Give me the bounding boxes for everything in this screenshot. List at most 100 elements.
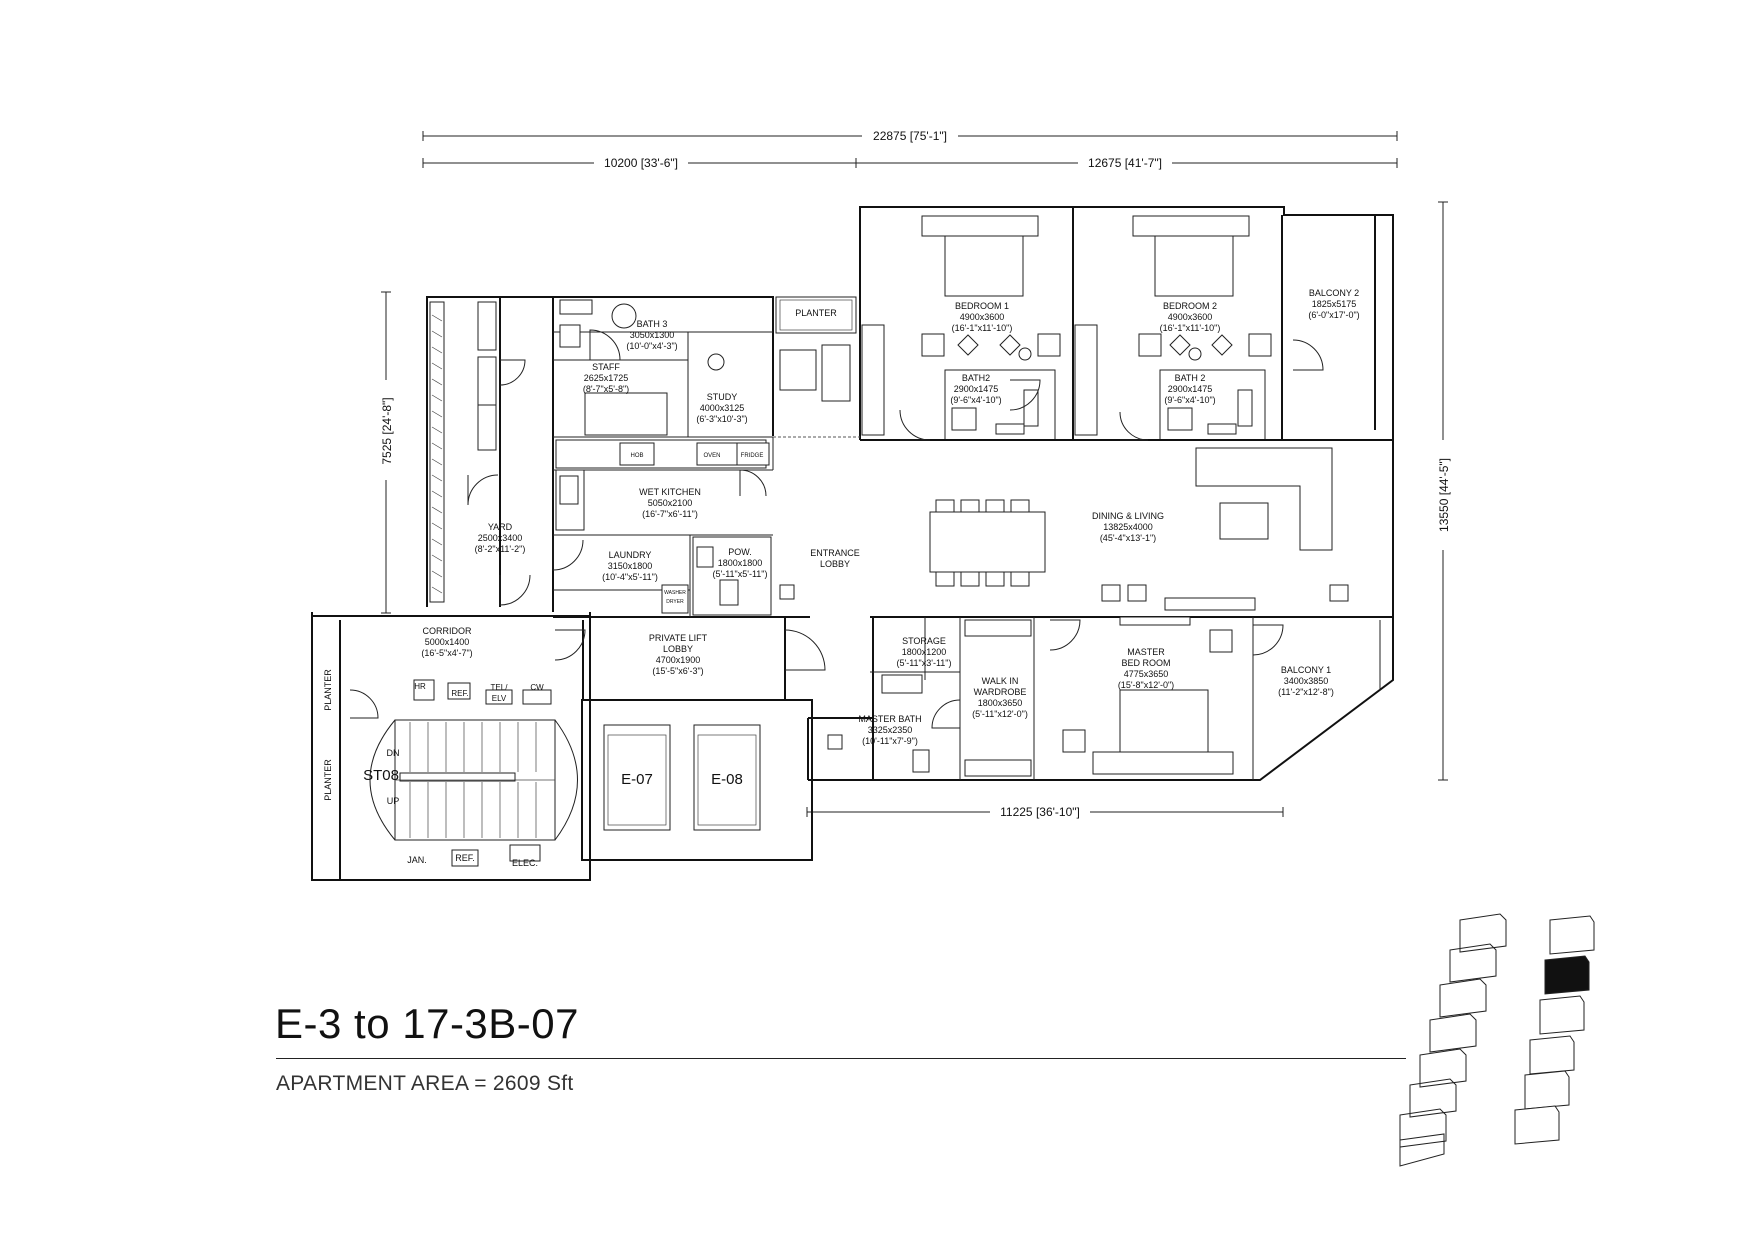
svg-text:2500x3400: 2500x3400 (478, 533, 523, 543)
svg-text:5000x1400: 5000x1400 (425, 637, 470, 647)
rack-mark (431, 506, 443, 514)
label-tel: TEL/ (491, 683, 509, 692)
svg-text:(9'-6"x4'-10"): (9'-6"x4'-10") (950, 395, 1001, 405)
svg-text:1825x5175: 1825x5175 (1312, 299, 1357, 309)
dim-total: 22875 [75'-1"] (873, 129, 947, 143)
key-plan-block (1399, 1108, 1447, 1148)
rack-mark (431, 362, 443, 370)
svg-text:1800x3650: 1800x3650 (978, 698, 1023, 708)
label-laundry: LAUNDRY (609, 550, 652, 560)
key-plan-block (1549, 915, 1595, 955)
doors (349, 329, 1324, 729)
svg-text:(9'-6"x4'-10"): (9'-6"x4'-10") (1164, 395, 1215, 405)
svg-text:2900x1475: 2900x1475 (1168, 384, 1213, 394)
rack-mark (431, 586, 443, 594)
stair-treads (409, 722, 537, 838)
svg-text:3050x1300: 3050x1300 (630, 330, 675, 340)
label-planter-top: PLANTER (795, 308, 837, 318)
key-plan-block (1524, 1070, 1570, 1110)
label-bedroom-2: BEDROOM 2 (1163, 301, 1217, 311)
label-bath-2-right: BATH 2 (1175, 373, 1206, 383)
label-cw: CW (530, 683, 544, 692)
svg-text:2625x1725: 2625x1725 (584, 373, 629, 383)
svg-text:4900x3600: 4900x3600 (960, 312, 1005, 322)
label-lift-e08: E-08 (711, 771, 743, 788)
svg-text:2900x1475: 2900x1475 (954, 384, 999, 394)
label-entrance-lobby: LOBBY (820, 559, 850, 569)
dim-height-left: 7525 [24'-8"] (380, 397, 394, 464)
label-lift-e07: E-07 (621, 771, 653, 788)
yard-shelves (429, 301, 497, 603)
svg-text:4775x3650: 4775x3650 (1124, 669, 1169, 679)
label-dn: DN (387, 748, 400, 758)
dim-height-right: 13550 [44'-5"] (1437, 458, 1451, 532)
rack-mark (431, 474, 443, 482)
svg-text:4900x3600: 4900x3600 (1168, 312, 1213, 322)
rack-mark (431, 458, 443, 466)
label-pow: POW. (728, 547, 752, 557)
label-bath-2-left: BATH2 (962, 373, 990, 383)
svg-text:1800x1200: 1800x1200 (902, 647, 947, 657)
svg-text:(10'-11"x7'-9"): (10'-11"x7'-9") (862, 736, 918, 746)
key-plan-block (1449, 943, 1497, 983)
rack-mark (431, 314, 443, 322)
svg-text:(5'-11"x5'-11"): (5'-11"x5'-11") (712, 569, 767, 579)
svg-text:4700x1900: 4700x1900 (656, 655, 701, 665)
label-hob: HOB (630, 453, 643, 459)
svg-text:(16'-5"x4'-7"): (16'-5"x4'-7") (421, 648, 472, 658)
label-storage: STORAGE (902, 636, 946, 646)
label-elec: ELEC. (512, 858, 538, 868)
dim-bottom: 11225 [36'-10"] (1000, 805, 1080, 819)
stair-core (369, 679, 761, 867)
label-entrance: ENTRANCE (810, 548, 860, 558)
rack-mark (431, 554, 443, 562)
svg-text:(8'-7"x5'-8"): (8'-7"x5'-8") (583, 384, 629, 394)
rack-mark (431, 426, 443, 434)
furniture (555, 215, 1349, 777)
svg-text:(6'-3"x10'-3"): (6'-3"x10'-3") (696, 414, 747, 424)
svg-text:4000x3125: 4000x3125 (700, 403, 745, 413)
label-up: UP (387, 796, 400, 806)
key-plan-block (1429, 1013, 1477, 1053)
label-planter-left-2: PLANTER (323, 759, 333, 801)
interior-walls (553, 207, 1393, 780)
key-plan-block (1439, 978, 1487, 1018)
label-yard: YARD (488, 522, 513, 532)
label-planter-left-1: PLANTER (323, 669, 333, 711)
svg-text:LOBBY: LOBBY (663, 644, 693, 654)
label-fridge: FRIDGE (741, 453, 764, 459)
label-balcony-1: BALCONY 1 (1281, 665, 1331, 675)
svg-text:(16'-1"x11'-10"): (16'-1"x11'-10") (1160, 323, 1221, 333)
svg-text:13825x4000: 13825x4000 (1103, 522, 1153, 532)
key-plan-block (1529, 1035, 1575, 1075)
rack-mark (431, 346, 443, 354)
label-wet-kitchen: WET KITCHEN (639, 487, 701, 497)
rack-mark (431, 378, 443, 386)
yard-rack-marks (431, 314, 443, 594)
label-hr: HR (414, 682, 426, 691)
label-bedroom-1: BEDROOM 1 (955, 301, 1009, 311)
svg-text:1800x1800: 1800x1800 (718, 558, 763, 568)
label-ref-2: REF. (455, 853, 475, 863)
svg-text:(11'-2"x12'-8"): (11'-2"x12'-8") (1278, 687, 1334, 697)
key-plan-block (1539, 995, 1585, 1035)
svg-text:(5'-11"x12'-0"): (5'-11"x12'-0") (972, 709, 1028, 719)
page-title: E-3 to 17-3B-07 (275, 1000, 580, 1047)
svg-text:(8'-2"x11'-2"): (8'-2"x11'-2") (475, 544, 526, 554)
label-corridor: CORRIDOR (423, 626, 472, 636)
rack-mark (431, 394, 443, 402)
svg-text:(16'-7"x6'-11"): (16'-7"x6'-11") (642, 509, 698, 519)
rack-mark (431, 490, 443, 498)
svg-text:(16'-1"x11'-10"): (16'-1"x11'-10") (952, 323, 1013, 333)
label-stair: ST08 (363, 767, 399, 784)
rack-mark (431, 330, 443, 338)
rack-mark (431, 410, 443, 418)
label-dryer: DRYER (666, 599, 684, 605)
label-dining-living: DINING & LIVING (1092, 511, 1164, 521)
label-oven: OVEN (703, 453, 720, 459)
rack-mark (431, 442, 443, 450)
outer-walls (311, 206, 1394, 881)
svg-text:(6'-0"x17'-0"): (6'-0"x17'-0") (1308, 310, 1359, 320)
svg-text:(15'-8"x12'-0"): (15'-8"x12'-0") (1118, 680, 1174, 690)
